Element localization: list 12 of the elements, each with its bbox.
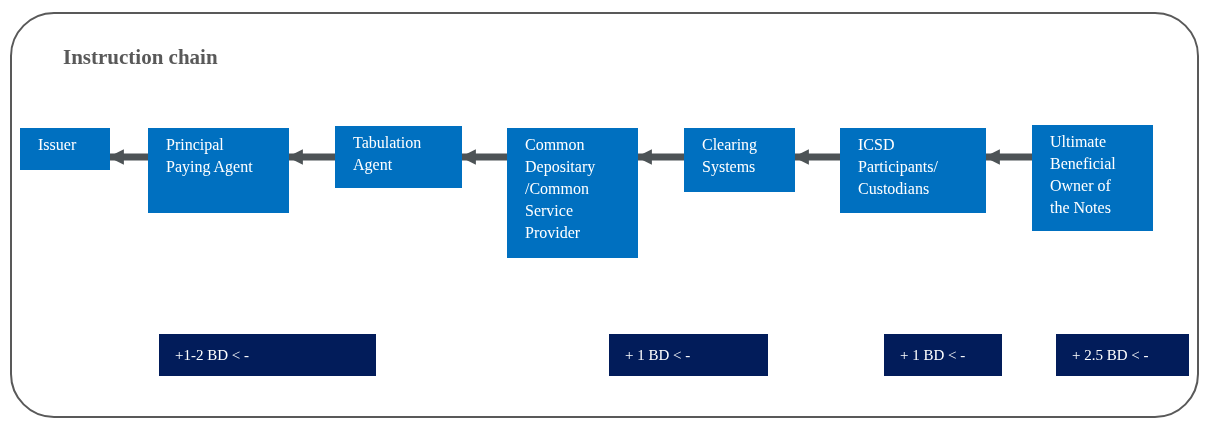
- process-box: Tabulation Agent: [335, 126, 462, 188]
- process-box: Principal Paying Agent: [148, 128, 289, 213]
- process-box: Ultimate Beneficial Owner of the Notes: [1032, 125, 1153, 231]
- time-bar: + 2.5 BD < -: [1056, 334, 1189, 376]
- process-box: Issuer: [20, 128, 110, 170]
- time-bar: +1-2 BD < -: [159, 334, 376, 376]
- process-box: Common Depositary /Common Service Provider: [507, 128, 638, 258]
- process-box: Clearing Systems: [684, 128, 795, 192]
- diagram-title: Instruction chain: [63, 44, 218, 71]
- time-bar: + 1 BD < -: [609, 334, 768, 376]
- process-box: ICSD Participants/ Custodians: [840, 128, 986, 213]
- time-bar: + 1 BD < -: [884, 334, 1002, 376]
